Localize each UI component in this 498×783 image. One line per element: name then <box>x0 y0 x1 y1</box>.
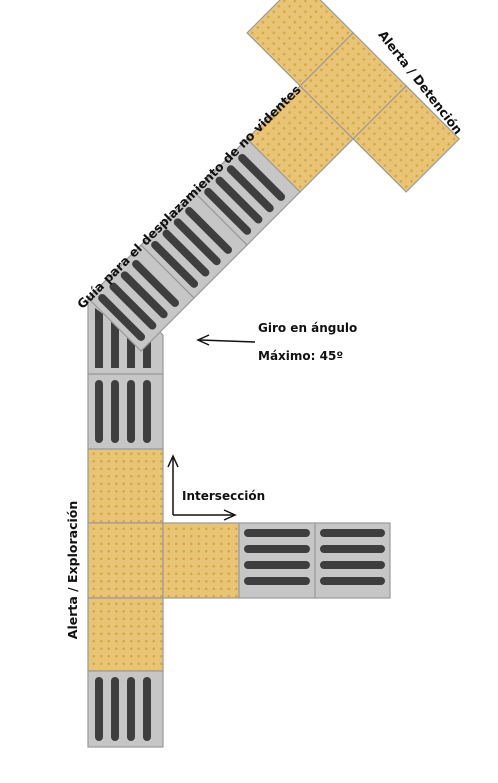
guide-bar <box>320 529 385 537</box>
warning-tile-stop-3 <box>352 85 461 193</box>
guide-bar <box>226 165 274 213</box>
guide-bar <box>162 229 210 277</box>
guide-bar <box>204 187 252 235</box>
guide-bar <box>111 380 119 443</box>
guide-bar <box>95 677 103 741</box>
guide-bar <box>320 577 385 585</box>
guide-tile-vertical-1 <box>87 373 164 450</box>
guide-bar <box>215 176 263 224</box>
guide-bar <box>120 271 168 319</box>
guide-bar <box>244 545 310 553</box>
horizontal-branch <box>162 522 391 599</box>
turn-label-line1: Giro en ángulo <box>258 321 357 335</box>
guide-bar <box>132 260 179 307</box>
turn-arrow <box>196 334 256 346</box>
intersection-arrows <box>167 454 237 521</box>
warning-tile-vertical-1 <box>87 448 164 524</box>
guide-tile-horizontal-1 <box>238 522 316 599</box>
guide-bar <box>320 545 385 553</box>
alert-exploration-label: Alerta / Exploración <box>65 501 80 639</box>
guide-bar <box>244 577 310 585</box>
diagonal-guide-strip <box>87 0 461 352</box>
guide-bar <box>238 153 286 201</box>
guide-bar <box>151 240 199 288</box>
guide-bar <box>173 218 221 266</box>
guide-bar <box>143 380 151 443</box>
warning-tile-vertical-2 <box>87 597 164 672</box>
guide-bar <box>95 308 103 368</box>
guide-bar <box>98 294 146 341</box>
guide-bar <box>109 282 157 330</box>
turn-label-line2: Máximo: 45º <box>258 349 343 363</box>
guide-bar <box>127 380 135 443</box>
guide-bar <box>320 561 385 569</box>
warning-tile-intersection <box>87 522 164 599</box>
guide-bar <box>185 207 233 254</box>
guide-tile-horizontal-2 <box>314 522 391 599</box>
guide-bar <box>111 318 119 368</box>
guide-bar <box>143 677 151 741</box>
guide-tile-vertical-2 <box>87 670 164 748</box>
warning-tile-branch <box>162 522 240 599</box>
guide-bar <box>244 561 310 569</box>
guide-bar <box>111 677 119 741</box>
intersection-label: Intersección <box>182 489 265 503</box>
guide-bar <box>244 529 310 537</box>
guide-bar <box>127 677 135 741</box>
guide-bar <box>95 380 103 443</box>
vertical-column <box>87 373 164 748</box>
